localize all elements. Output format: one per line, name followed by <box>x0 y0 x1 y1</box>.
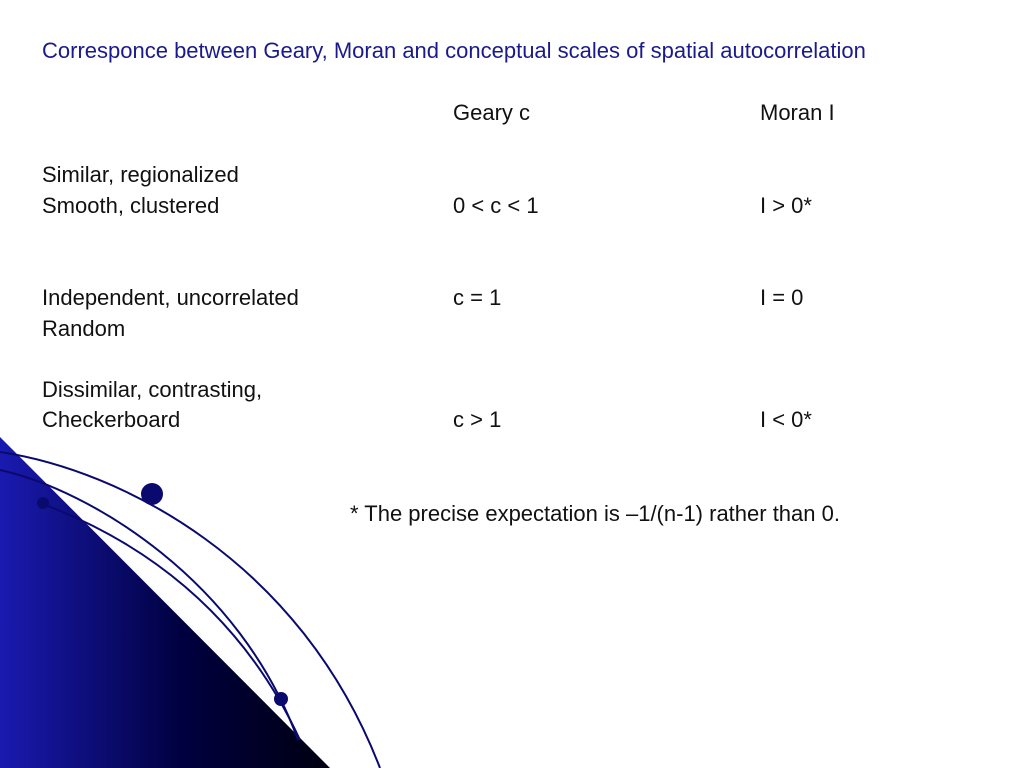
header-moran: Moran I <box>760 100 835 125</box>
arc-line-outer <box>0 451 381 768</box>
row-dissimilar-concept-line1: Dissimilar, contrasting, <box>42 377 263 402</box>
row-independent-concept-line1: Independent, uncorrelated <box>42 285 299 310</box>
arc-line-middle <box>0 469 299 741</box>
arc-line-inner <box>39 502 301 741</box>
header-geary: Geary c <box>453 100 531 125</box>
row-independent-moran: I = 0 <box>760 285 804 310</box>
row-similar-concept-line1: Similar, regionalized <box>42 162 239 187</box>
row-dissimilar-concept-line2: Checkerboard <box>42 407 181 432</box>
row-independent-concept-line2: Random <box>42 316 126 341</box>
row-similar-concept-line2: Smooth, clustered <box>42 193 220 218</box>
row-dissimilar-geary: c > 1 <box>453 407 502 432</box>
row-similar-geary: 0 < c < 1 <box>453 193 539 218</box>
dot-medium <box>274 692 288 706</box>
footnote: * The precise expectation is –1/(n-1) ra… <box>350 501 840 526</box>
slide-title: Corresponce between Geary, Moran and con… <box>42 38 866 63</box>
row-similar-moran: I > 0* <box>760 193 812 218</box>
dot-small <box>37 497 49 509</box>
row-independent-geary: c = 1 <box>453 285 502 310</box>
dot-large <box>141 483 163 505</box>
row-dissimilar-moran: I < 0* <box>760 407 812 432</box>
